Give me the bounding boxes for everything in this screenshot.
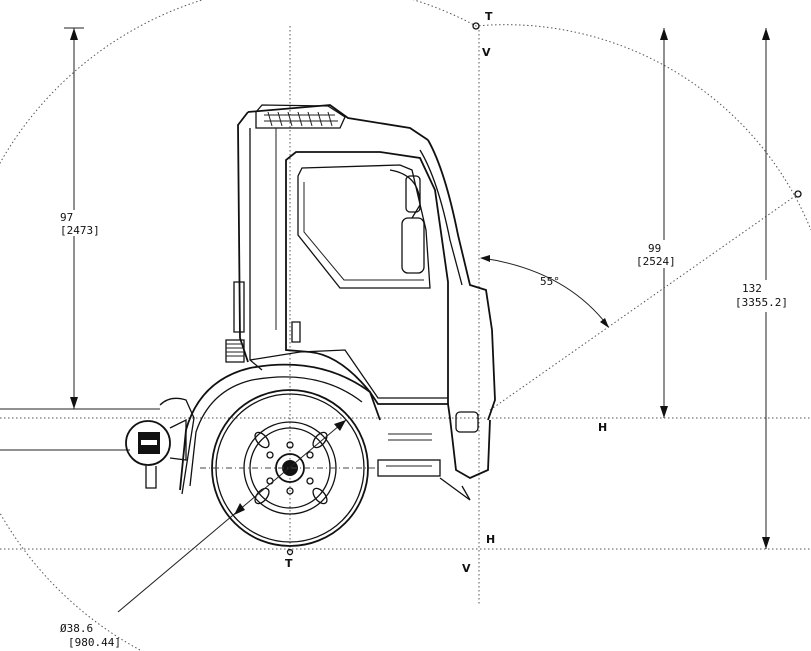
left-dimension-arrow-bottom [70, 397, 78, 409]
wheel-diameter-value: Ø38.6 [60, 622, 93, 635]
top-v-label: V [482, 46, 491, 59]
rotated-pivot-marker [794, 190, 802, 198]
rotated-axis-line [489, 193, 799, 411]
cab-body [225, 104, 496, 501]
left-dimension-value: 97 [60, 211, 73, 224]
h-label-floor: H [598, 421, 607, 434]
cab-dimension-arrow-bottom [660, 406, 668, 418]
wheel-diameter-arrow-upper [334, 420, 346, 431]
h-label-ground: H [486, 533, 495, 546]
total-dimension-metric: [3355.2] [735, 296, 788, 309]
wheel-diameter-arrow-lower [234, 503, 245, 515]
cab-dimension-metric: [2524] [636, 255, 676, 268]
wheel-arch [159, 363, 381, 495]
angle-value-label: 55° [540, 275, 560, 288]
side-lamp [125, 418, 187, 489]
wheel-diameter-leader [117, 419, 347, 613]
total-dimension-value: 132 [742, 282, 762, 295]
top-t-label: T [485, 10, 493, 23]
front-wheel [200, 389, 380, 547]
wheel-diameter-metric: [980.44] [68, 636, 121, 649]
left-dimension-metric: [2473] [60, 224, 100, 237]
total-dimension-text-bg [735, 280, 803, 312]
top-pivot-marker [472, 22, 480, 30]
t-label-wheel: T [285, 557, 293, 570]
cab-dimension-value: 99 [648, 242, 661, 255]
angle-arc [481, 257, 609, 327]
total-dimension-arrow-bottom [762, 537, 770, 549]
wheel-ground-marker [286, 548, 294, 556]
left-dimension-arrow-top [70, 28, 78, 40]
angle-arc-arrow-end [600, 318, 609, 328]
cab-dimension-text-bg [640, 240, 686, 268]
cab-dimension-arrow-top [660, 28, 668, 40]
angle-arc-arrow-start [480, 255, 490, 262]
total-dimension-arrow-top [762, 28, 770, 40]
left-dimension-text-bg [58, 210, 110, 236]
v-label-bottom: V [462, 562, 471, 575]
